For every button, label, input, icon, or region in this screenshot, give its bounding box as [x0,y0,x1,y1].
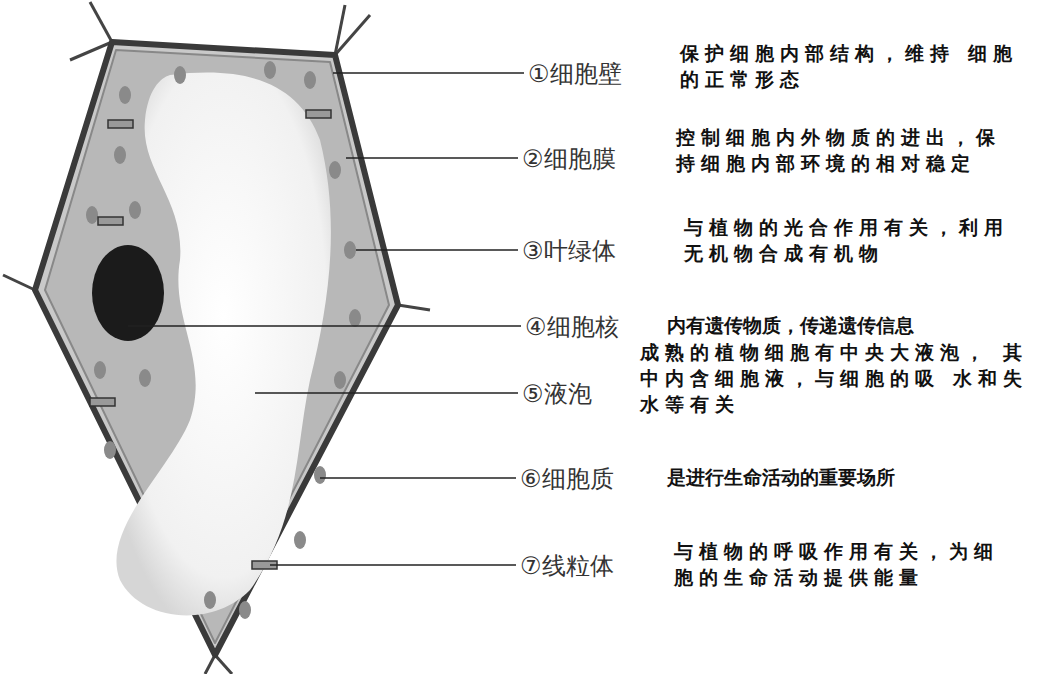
part-name: ⑥细胞质 [520,463,614,496]
cell-wall [35,42,398,655]
part-description: 与植物的光合作用有关，利用 无机物合成有机物 [684,214,1032,266]
neighbour-walls [3,2,430,674]
part-description: 与植物的呼吸作用有关，为细 胞的生命活动提供能量 [674,538,1030,590]
cell-membrane [45,50,389,643]
part-name: ④细胞核 [525,311,619,344]
part-name: ③叶绿体 [522,235,616,268]
vacuole [116,73,330,616]
part-name: ①细胞壁 [528,58,622,91]
part-name: ②细胞膜 [522,143,616,176]
mitochondria [90,110,331,569]
part-description: 保护细胞内部结构，维持 细胞的正常形态 [680,40,1020,92]
part-description: 是进行生命活动的重要场所 [667,464,1032,490]
part-name: ⑤液泡 [522,378,592,411]
chloroplasts [86,61,361,619]
part-description: 内有遗传物质，传递遗传信息 [667,312,1032,338]
part-description: 成熟的植物细胞有中央大液泡， 其中内含细胞液，与细胞的吸 水和失水等有关 [640,339,1032,418]
leader-lines [128,73,524,565]
part-description: 控制细胞内外物质的进出，保 持细胞内部环境的相对稳定 [676,124,1032,176]
part-name: ⑦线粒体 [520,550,614,583]
